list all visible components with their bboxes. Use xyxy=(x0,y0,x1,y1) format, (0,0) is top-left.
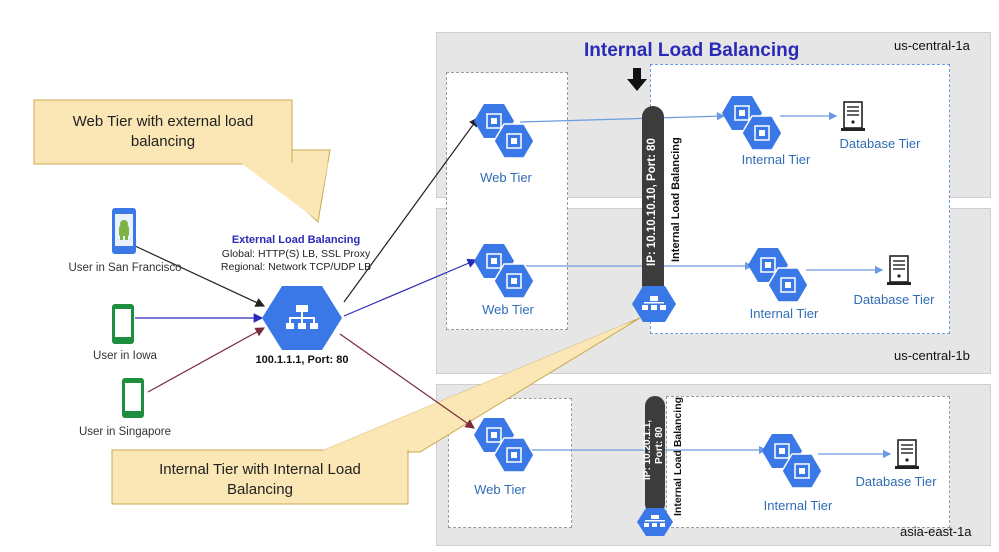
internal-tier-icon-1a xyxy=(721,95,783,151)
external-lb-heading: External Load Balancing xyxy=(231,234,361,246)
external-lb-icon xyxy=(262,286,342,350)
callout-web-tier-text-1: Web Tier with external load xyxy=(72,113,254,130)
external-lb-address: 100.1.1.1, Port: 80 xyxy=(255,354,349,366)
internal-tier-label-1a: Internal Tier xyxy=(741,152,811,167)
ilb-label-us: Internal Load Balancing xyxy=(670,137,682,262)
database-tier-label-asia: Database Tier xyxy=(855,474,937,489)
callout-web-tier xyxy=(33,99,331,223)
ilb-bar-asia xyxy=(645,396,665,514)
ilb-label-asia: Internal Load Balancing xyxy=(672,396,684,516)
internal-tier-icon-1b xyxy=(747,247,809,303)
callout-internal-tier-text-1: Internal Tier with Internal Load xyxy=(159,461,361,478)
web-tier-icon-asia xyxy=(473,417,535,473)
down-arrow-icon xyxy=(627,68,647,91)
external-lb-regional: Regional: Network TCP/UDP LB xyxy=(220,261,372,273)
callout-internal-tier-text-2: Balancing xyxy=(227,481,293,498)
database-tier-label-1a: Database Tier xyxy=(839,136,921,151)
web-tier-icon-1a xyxy=(473,103,535,159)
ilb-ip-us: IP: 10.10.10.10, Port: 80 xyxy=(646,138,658,266)
web-tier-label-asia: Web Tier xyxy=(474,482,526,497)
user-label-iowa: User in Iowa xyxy=(93,350,157,362)
zone-label-us-central-1b: us-central-1b xyxy=(894,348,970,363)
internal-tier-icon-asia xyxy=(761,433,823,489)
zone-label-us-central-1a: us-central-1a xyxy=(894,38,970,53)
database-icon-1a xyxy=(840,101,866,132)
external-lb-global: Global: HTTP(S) LB, SSL Proxy xyxy=(221,248,371,260)
database-icon-asia xyxy=(894,439,920,470)
internal-tier-label-asia: Internal Tier xyxy=(763,498,833,513)
internal-lb-icon-us xyxy=(632,286,676,322)
phone-icon-iowa xyxy=(112,304,134,344)
phone-icon-singapore xyxy=(122,378,144,418)
internal-tier-label-1b: Internal Tier xyxy=(749,306,819,321)
zone-label-asia-east-1a: asia-east-1a xyxy=(900,524,972,539)
database-icon-1b xyxy=(886,255,912,286)
user-label-singapore: User in Singapore xyxy=(78,426,172,438)
callout-web-tier-text-2: balancing xyxy=(130,133,196,150)
web-tier-label-1b: Web Tier xyxy=(482,302,534,317)
web-tier-label-1a: Web Tier xyxy=(480,170,532,185)
android-phone-icon xyxy=(112,208,136,254)
callout-internal-tier xyxy=(111,317,641,505)
internal-lb-icon-asia xyxy=(637,508,673,536)
user-label-san-francisco: User in San Francisco xyxy=(68,262,182,274)
ilb-ip-asia-line2: Port: 80 xyxy=(654,426,665,464)
ilb-ip-asia-line1: IP: 10.20.1.1, xyxy=(642,419,653,480)
database-tier-label-1b: Database Tier xyxy=(853,292,935,307)
ilb-bar-us xyxy=(642,106,664,296)
web-tier-icon-1b xyxy=(473,243,535,299)
diagram-title: Internal Load Balancing xyxy=(584,40,800,61)
